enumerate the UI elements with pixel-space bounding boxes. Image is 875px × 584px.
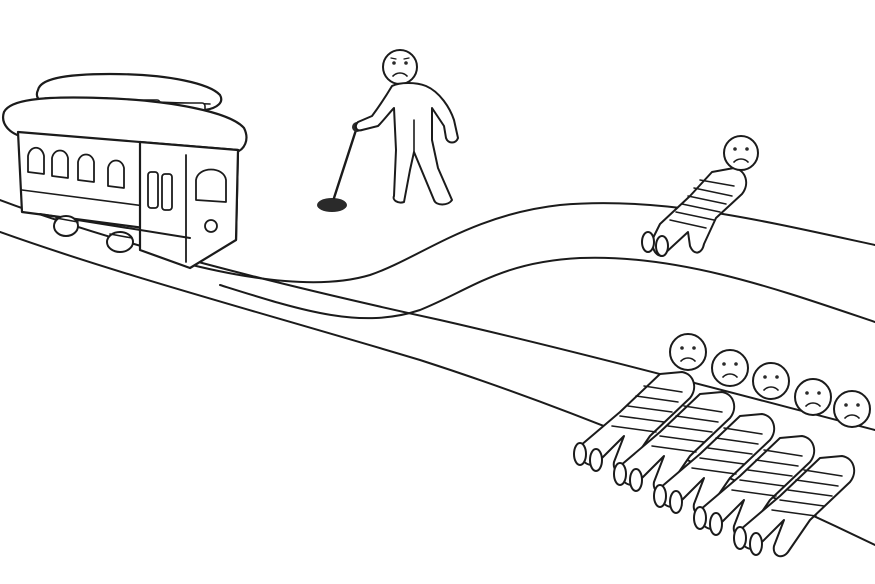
main-track-person (733, 390, 871, 558)
trolley-window (27, 146, 45, 175)
sad-face-icon (794, 378, 832, 416)
sad-face-icon (382, 49, 418, 85)
sad-face-icon (752, 362, 790, 400)
sad-face-icon (711, 349, 749, 387)
side-track (179, 202, 875, 323)
lever-operator (354, 49, 459, 206)
main-track-group (573, 333, 871, 558)
trolley-car (2, 72, 248, 270)
main-track-person (613, 349, 749, 494)
side-track-person (641, 135, 759, 257)
sad-face-icon (723, 135, 759, 171)
track-switch-lever (317, 122, 362, 212)
main-track-person (573, 333, 707, 474)
sad-face-icon (833, 390, 871, 428)
sad-face-icon (669, 333, 707, 371)
main-track-person (693, 378, 832, 538)
